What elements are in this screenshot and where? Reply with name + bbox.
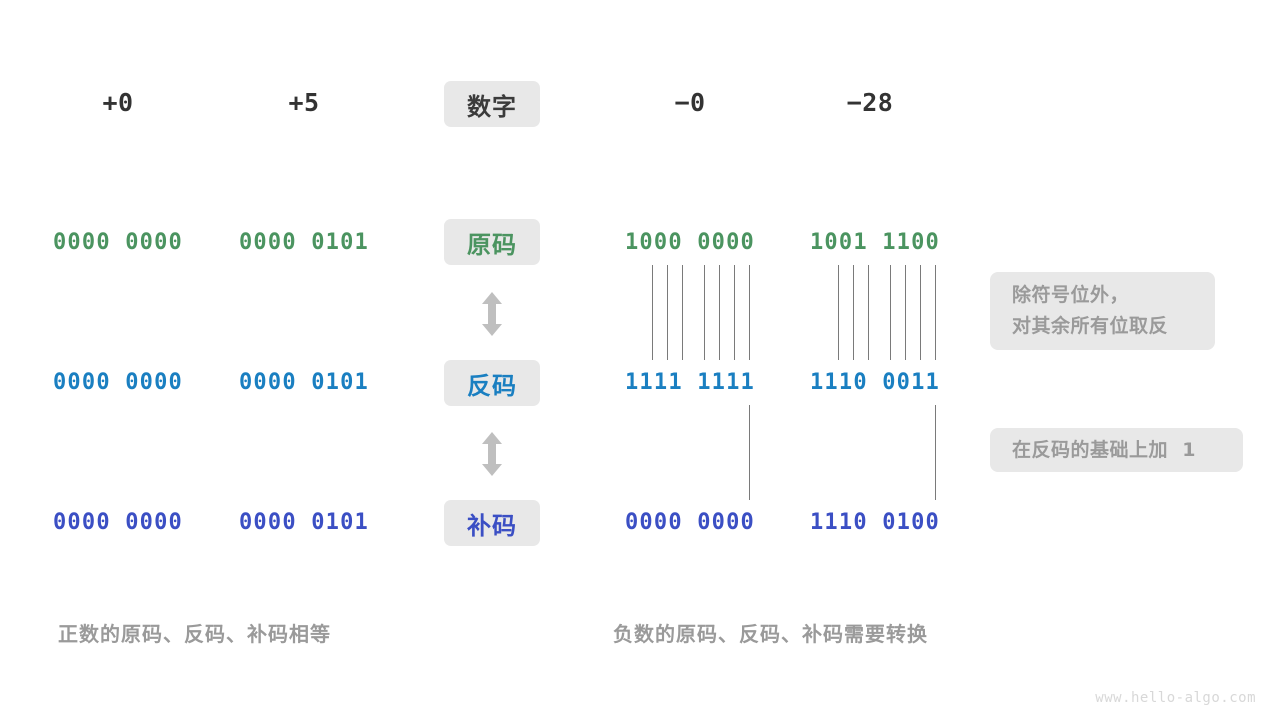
note-invert-bits: 除符号位外， 对其余所有位取反 (990, 272, 1215, 350)
bit-link-minus-28-b5 (890, 265, 891, 360)
bit-link-minus-28-b6 (905, 265, 906, 360)
badge-number-header: 数字 (444, 81, 540, 127)
bit-link-minus-28-b8 (935, 265, 936, 360)
bit-link-minus-zero-b5 (704, 265, 705, 360)
note-invert-bits-line2: 对其余所有位取反 (1012, 315, 1169, 337)
arrow-ones-to-twos-icon (482, 432, 502, 476)
watermark: www.hello-algo.com (1095, 690, 1256, 706)
badge-sign-magnitude: 原码 (444, 219, 540, 265)
bit-link-minus-zero-b3 (667, 265, 668, 360)
bit-link-minus-28-b4 (868, 265, 869, 360)
bit-link-minus-28-b2 (838, 265, 839, 360)
cell-ones-complement-minus-zero: 1111 1111 (624, 370, 755, 395)
cell-twos-complement-minus-28: 1110 0100 (809, 510, 940, 535)
bit-link-minus-zero-b6 (719, 265, 720, 360)
note-add-one-line1: 在反码的基础上加 1 (1012, 438, 1196, 461)
badge-ones-complement: 反码 (444, 360, 540, 406)
cell-ones-complement-minus-28: 1110 0011 (809, 370, 940, 395)
bit-link-minus-28-b3 (853, 265, 854, 360)
column-header-plus-five: +5 (288, 88, 320, 117)
cell-twos-complement-minus-zero: 0000 0000 (624, 510, 755, 535)
column-header-plus-zero: +0 (102, 88, 134, 117)
cell-sign-magnitude-plus-five: 0000 0101 (238, 230, 369, 255)
note-invert-bits-line1: 除符号位外， (1012, 284, 1130, 306)
bit-link-minus-zero-b7 (734, 265, 735, 360)
cell-ones-complement-plus-zero: 0000 0000 (52, 370, 183, 395)
arrow-sign-to-ones-icon (482, 292, 502, 336)
carry-link-minus-28-lsb (935, 405, 936, 500)
bit-link-minus-zero-b2 (652, 265, 653, 360)
cell-ones-complement-plus-five: 0000 0101 (238, 370, 369, 395)
cell-sign-magnitude-minus-28: 1001 1100 (809, 230, 940, 255)
badge-twos-complement: 补码 (444, 500, 540, 546)
cell-twos-complement-plus-zero: 0000 0000 (52, 510, 183, 535)
bit-link-minus-28-b7 (920, 265, 921, 360)
column-header-minus-28: −28 (846, 88, 894, 117)
cell-sign-magnitude-minus-zero: 1000 0000 (624, 230, 755, 255)
caption-negative: 负数的原码、反码、补码需要转换 (613, 622, 928, 646)
bit-link-minus-zero-b8 (749, 265, 750, 360)
column-header-minus-zero: −0 (674, 88, 706, 117)
cell-twos-complement-plus-five: 0000 0101 (238, 510, 369, 535)
carry-link-minus-zero-lsb (749, 405, 750, 500)
bit-link-minus-zero-b4 (682, 265, 683, 360)
note-add-one: 在反码的基础上加 1 (990, 428, 1243, 472)
caption-positive: 正数的原码、反码、补码相等 (58, 622, 331, 646)
cell-sign-magnitude-plus-zero: 0000 0000 (52, 230, 183, 255)
